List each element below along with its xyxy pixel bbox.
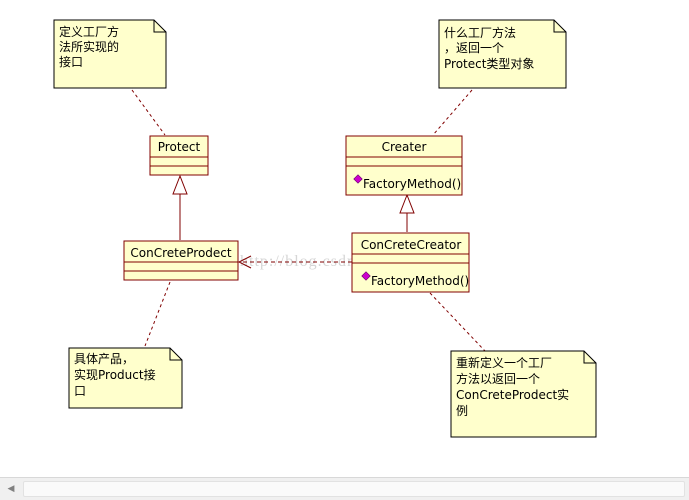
uml-class-diagram: http://blog.csdn.net/jinfulin Protect Co…: [53, 19, 597, 438]
triangle-left-icon[interactable]: ◀: [7, 484, 15, 494]
note-creater-line-3: Protect类型对象: [444, 57, 534, 71]
anchor-line-creater-note: [432, 89, 473, 136]
note-creator-line-3: ConCreteProdect实: [456, 387, 569, 402]
method-creater: FactoryMethod(): [363, 177, 461, 191]
class-name-creater: Creater: [382, 140, 427, 154]
note-protect-line-1: 定义工厂方: [59, 24, 119, 39]
class-name-concrete-product: ConCreteProdect: [130, 246, 231, 260]
note-creator-line-1: 重新定义一个工厂: [456, 355, 552, 370]
class-creater[interactable]: Creater FactoryMethod(): [345, 135, 463, 196]
note-creator-line-4: 例: [456, 404, 468, 418]
dependency-arrow: [237, 255, 252, 269]
class-protect[interactable]: Protect: [149, 135, 209, 176]
diamond-icon: [353, 174, 363, 184]
class-name-protect: Protect: [158, 140, 201, 154]
generalization-arrow-product: [172, 174, 188, 195]
note-protect-line-3: 接口: [59, 54, 83, 69]
note-creator-line-2: 方法以返回一个: [456, 371, 540, 386]
note-protect-line-2: 法所实现的: [59, 39, 119, 54]
class-name-concrete-creator: ConCreteCreator: [361, 238, 462, 252]
scroll-track[interactable]: [23, 481, 685, 497]
note-creater-line-1: 什么工厂方法: [444, 25, 516, 40]
anchor-line-creator-note: [429, 292, 486, 352]
note-product-line-3: 口: [74, 384, 86, 398]
method-concrete-creator: FactoryMethod(): [371, 274, 469, 288]
horizontal-scrollbar[interactable]: ◀: [0, 477, 689, 500]
note-protect[interactable]: 定义工厂方 法所实现的 接口: [53, 19, 167, 89]
note-concrete-product[interactable]: 具体产品， 实现Product接 口: [68, 347, 183, 409]
anchor-line-product-note: [144, 281, 171, 347]
note-product-line-1: 具体产品，: [74, 352, 134, 366]
anchor-line-protect-note: [131, 89, 166, 136]
diamond-icon: [361, 271, 371, 281]
generalization-arrow-creator: [399, 193, 415, 214]
note-product-line-2: 实现Product接: [74, 367, 156, 382]
class-concrete-product[interactable]: ConCreteProdect: [123, 240, 239, 281]
note-creater[interactable]: 什么工厂方法 ，返回一个 Protect类型对象: [438, 19, 567, 89]
class-concrete-creator[interactable]: ConCreteCreator FactoryMethod(): [351, 232, 470, 293]
note-concrete-creator[interactable]: 重新定义一个工厂 方法以返回一个 ConCreteProdect实 例: [450, 350, 597, 438]
note-creater-line-2: ，返回一个: [444, 41, 504, 55]
